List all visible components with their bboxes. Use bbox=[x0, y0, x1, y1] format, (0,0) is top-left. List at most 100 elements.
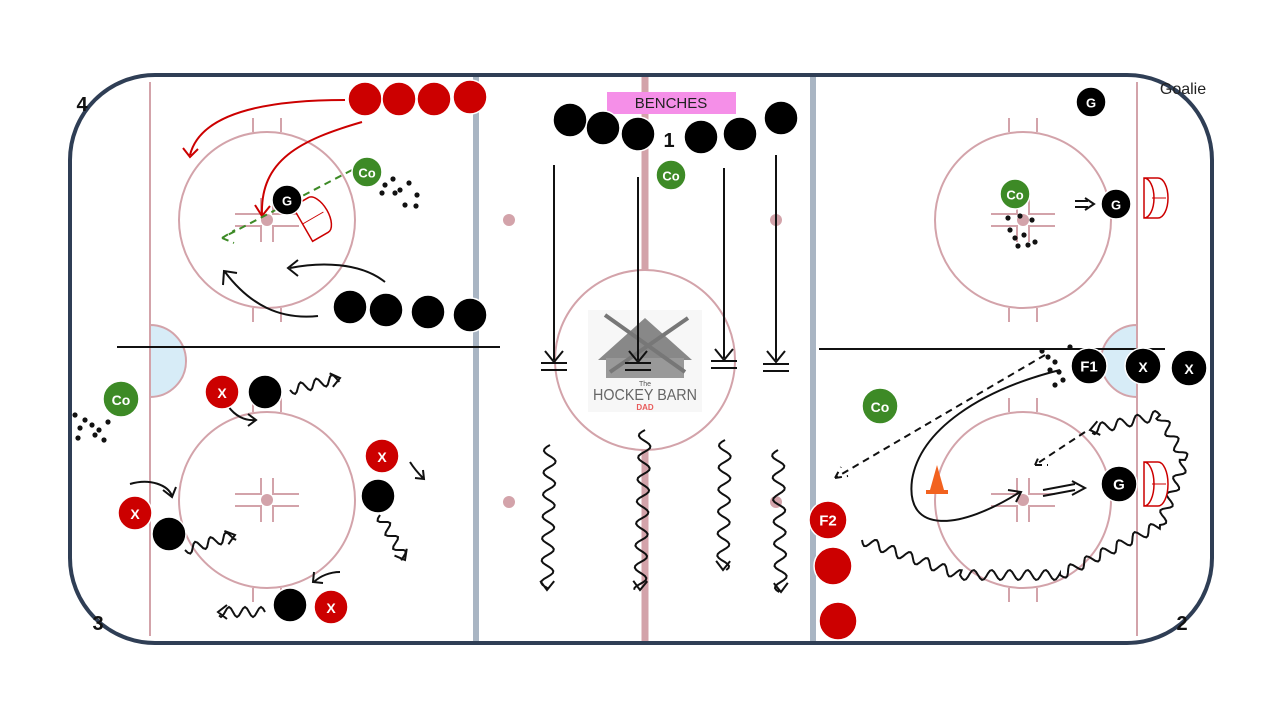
opponent-x-label: X bbox=[130, 506, 140, 522]
crease-left bbox=[149, 323, 187, 399]
puck bbox=[72, 412, 78, 418]
black-player[interactable] bbox=[410, 294, 446, 330]
opponent-x[interactable]: X bbox=[313, 589, 349, 625]
opponent-x[interactable]: X bbox=[117, 495, 153, 531]
goalie-player[interactable]: G bbox=[1075, 86, 1107, 118]
coach[interactable]: Co bbox=[351, 156, 383, 188]
puck bbox=[1047, 367, 1053, 373]
goalie-player-label: G bbox=[1111, 198, 1121, 213]
black-player[interactable] bbox=[151, 516, 187, 552]
black-player[interactable] bbox=[620, 116, 656, 152]
red-player[interactable] bbox=[381, 81, 417, 117]
shot-arrow bbox=[1075, 197, 1096, 211]
red-player[interactable] bbox=[452, 79, 488, 115]
red-player[interactable] bbox=[813, 546, 853, 586]
black-player[interactable] bbox=[368, 292, 404, 328]
black-player[interactable] bbox=[722, 116, 758, 152]
hash-marks bbox=[991, 118, 1055, 322]
coach[interactable]: Co bbox=[102, 380, 140, 418]
red-player[interactable] bbox=[347, 81, 383, 117]
coach-label: Co bbox=[358, 166, 375, 181]
zone-number-3: 3 bbox=[92, 613, 103, 635]
puck bbox=[105, 419, 111, 425]
puck bbox=[392, 190, 398, 196]
faceoff-circle bbox=[934, 131, 1112, 309]
neutral-dot bbox=[503, 214, 515, 226]
opponent-x[interactable]: X bbox=[364, 438, 400, 474]
black-player[interactable] bbox=[552, 102, 588, 138]
puck bbox=[402, 202, 408, 208]
forward-f1[interactable]: F1 bbox=[1070, 347, 1108, 385]
forward-f2[interactable]: F2 bbox=[808, 500, 848, 540]
black-player[interactable] bbox=[585, 110, 621, 146]
coach[interactable]: Co bbox=[999, 178, 1031, 210]
wavy-carry-path bbox=[715, 439, 732, 572]
opponent-x[interactable]: X bbox=[1170, 349, 1208, 387]
black-player[interactable] bbox=[247, 374, 283, 410]
faceoff-dot bbox=[1017, 494, 1029, 506]
rink-boards bbox=[68, 73, 1214, 645]
skate-path bbox=[311, 571, 341, 584]
puck bbox=[406, 180, 412, 186]
coach[interactable]: Co bbox=[655, 159, 687, 191]
zone-number-4: 4 bbox=[76, 94, 88, 116]
black-player[interactable] bbox=[763, 100, 799, 136]
opponent-x[interactable]: X bbox=[1124, 347, 1162, 385]
benches-label: BENCHES bbox=[635, 95, 708, 112]
puck bbox=[1060, 377, 1066, 383]
wavy-carry-path bbox=[539, 444, 557, 592]
goalie-player-label: G bbox=[1113, 477, 1125, 494]
black-player[interactable] bbox=[452, 297, 488, 333]
opponent-x-label: X bbox=[1184, 361, 1194, 377]
puck bbox=[1039, 348, 1045, 354]
goalie-player[interactable]: G bbox=[1100, 465, 1138, 503]
coach[interactable]: Co bbox=[861, 387, 899, 425]
zone-number-2: 2 bbox=[1176, 613, 1187, 635]
goalie-player[interactable]: G bbox=[1100, 188, 1132, 220]
pass-dashed bbox=[834, 354, 1046, 479]
puck bbox=[414, 192, 420, 198]
wavy-carry-path bbox=[861, 409, 1189, 582]
neutral-dot bbox=[503, 496, 515, 508]
opponent-x-label: X bbox=[217, 385, 227, 401]
logo-main: HOCKEY BARN bbox=[593, 387, 697, 404]
red-player[interactable] bbox=[818, 601, 858, 641]
puck bbox=[1005, 215, 1011, 221]
opponent-x[interactable]: X bbox=[204, 374, 240, 410]
puck bbox=[1032, 239, 1038, 245]
shot-arrow bbox=[1042, 480, 1088, 497]
puck bbox=[77, 425, 83, 431]
puck bbox=[1052, 359, 1058, 365]
opponent-x-label: X bbox=[377, 449, 387, 465]
opponent-x-label: X bbox=[326, 600, 336, 616]
puck bbox=[82, 417, 88, 423]
faceoff-dot bbox=[261, 494, 273, 506]
puck bbox=[92, 432, 98, 438]
puck bbox=[1067, 344, 1073, 350]
puck-piles bbox=[72, 176, 1073, 443]
faceoff-circle bbox=[178, 411, 356, 589]
red-player[interactable] bbox=[416, 81, 452, 117]
black-player[interactable] bbox=[272, 587, 308, 623]
drill-paths bbox=[129, 99, 1096, 584]
puck bbox=[75, 435, 81, 441]
goalie-player[interactable]: G bbox=[271, 184, 303, 216]
skate-path bbox=[910, 369, 1061, 522]
coach-label: Co bbox=[112, 392, 131, 408]
hockey-barn-logo: The HOCKEY BARN DAD bbox=[588, 310, 702, 412]
skate-arrow bbox=[711, 168, 737, 369]
net-zone-2 bbox=[1143, 461, 1169, 507]
skate-arrow bbox=[763, 155, 789, 372]
black-player[interactable] bbox=[683, 119, 719, 155]
opponent-x-label: X bbox=[1138, 359, 1148, 375]
wavy-carry-path bbox=[216, 604, 266, 620]
black-player[interactable] bbox=[360, 478, 396, 514]
coach-label: Co bbox=[871, 399, 890, 415]
black-player[interactable] bbox=[332, 289, 368, 325]
puck bbox=[382, 182, 388, 188]
skate-path bbox=[286, 259, 386, 283]
puck bbox=[390, 176, 396, 182]
wavy-carry-path bbox=[771, 449, 789, 594]
net-zone-4 bbox=[291, 196, 333, 243]
